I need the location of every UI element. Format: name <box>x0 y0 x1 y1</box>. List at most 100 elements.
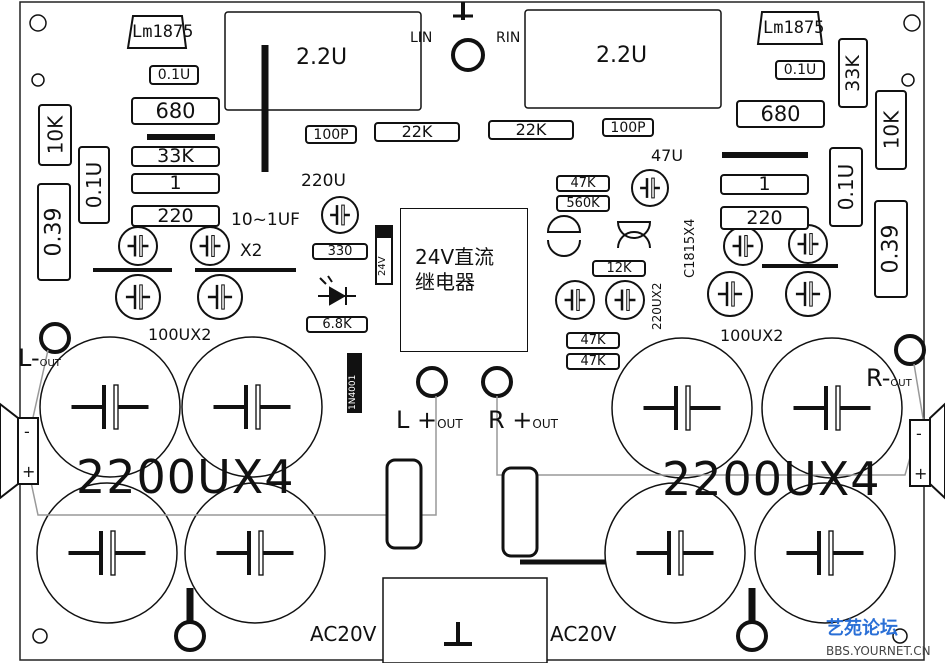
chip-label-right: Lm1875 <box>763 18 825 38</box>
cap-01u-vert-right: 0.1U <box>829 147 863 227</box>
cap-100ux2-left-label: 100UX2 <box>148 325 212 344</box>
res-680-left: 680 <box>131 97 220 125</box>
main-cap-r3 <box>604 482 746 624</box>
mount-hole-br <box>892 628 908 644</box>
ac-right-label: AC20V <box>550 622 617 646</box>
cap-100ux2-right-label: 100UX2 <box>720 326 784 345</box>
input-jack <box>451 38 485 72</box>
chip-outline-left <box>126 15 188 49</box>
out-r-plus-sub: OUT <box>532 417 558 431</box>
res-47k-b: 47K <box>566 332 620 349</box>
cap-10-1uf-label: 10~1UF <box>231 210 300 230</box>
main-cap-r1 <box>611 337 753 479</box>
rectifier-pad-right <box>501 466 539 558</box>
out-l-plus-sub: OUT <box>437 417 463 431</box>
cap-220u-r1 <box>555 280 595 320</box>
speaker-right <box>909 402 945 500</box>
terminal-ac-left <box>174 620 206 652</box>
res-22k-right: 22K <box>488 120 574 140</box>
cap-100u-l3 <box>115 274 161 320</box>
film-cap-right-body <box>524 9 722 109</box>
mount-hole-mr <box>901 73 915 87</box>
res-039-right: 0.39 <box>874 200 908 298</box>
res-47k-a: 47K <box>556 175 610 192</box>
res-330: 330 <box>312 243 368 260</box>
res-039-left-text: 0.39 <box>41 207 67 257</box>
relay-line-2: 继电器 <box>415 270 475 294</box>
res-10k-left-text: 10K <box>43 115 68 155</box>
res-33k-right-text: 33K <box>841 54 864 92</box>
main-cap-r2 <box>761 337 903 479</box>
mount-hole-tr <box>903 14 921 32</box>
res-1-left: 1 <box>131 173 220 194</box>
cap-100p-right: 100P <box>602 118 654 137</box>
cap-100u-l4 <box>197 274 243 320</box>
watermark-title: 艺苑论坛 <box>826 618 898 639</box>
cap-100p-left: 100P <box>305 125 357 144</box>
chip-label-left: Lm1875 <box>132 22 194 42</box>
cap-01u-vert-left-text: 0.1U <box>82 161 107 209</box>
out-l-minus-text: L- <box>18 344 40 372</box>
res-560k: 560K <box>556 195 610 212</box>
transistor-right-2 <box>617 231 651 249</box>
main-cap-l3 <box>36 482 178 624</box>
out-l-plus-text: L + <box>396 406 438 434</box>
rectifier-pad-left <box>385 458 423 550</box>
x2-label: X2 <box>240 241 263 261</box>
speaker-left <box>0 402 39 500</box>
relay-line-1: 24V直流 <box>415 245 495 269</box>
res-039-right-text: 0.39 <box>878 224 904 274</box>
res-10k-right-text: 10K <box>879 110 904 150</box>
transistor-left-2 <box>547 239 581 257</box>
transistor-label: C1815X4 <box>683 218 698 278</box>
transformer-block <box>382 577 548 663</box>
terminal-l-plus <box>416 366 448 398</box>
res-10k-right: 10K <box>875 90 907 170</box>
out-l-plus: L +OUT <box>396 408 463 432</box>
res-039-left: 0.39 <box>37 183 71 281</box>
wire-l-plus <box>27 396 437 516</box>
cap-01u-vert-right-text: 0.1U <box>834 163 859 211</box>
cap-100u-l1 <box>118 226 158 266</box>
watermark-url: BBS.YOURNET.CN <box>826 644 931 658</box>
res-47k-c: 47K <box>566 353 620 370</box>
terminal-ac-right <box>736 620 768 652</box>
out-l-minus-sub: OUT <box>39 358 61 369</box>
cap-01u-left: 0.1U <box>149 65 199 85</box>
led-symbol <box>318 275 356 306</box>
cap-220ux2-label: 220UX2 <box>650 282 664 330</box>
res-33k-left: 33K <box>131 146 220 167</box>
terminal-l-minus <box>39 322 71 354</box>
transistor-left <box>546 215 582 233</box>
input-right-label: RIN <box>496 30 521 46</box>
cap-10-1uf <box>321 196 359 234</box>
main-cap-l2 <box>181 336 323 478</box>
out-r-minus-text: R- <box>866 364 891 392</box>
diode-label: 1N4001 <box>348 374 358 410</box>
film-cap-label-right: 2.2U <box>596 43 648 68</box>
res-1-right: 1 <box>720 174 809 195</box>
terminal-r-plus <box>481 366 513 398</box>
input-left-label: LIN <box>410 30 433 46</box>
mount-hole-bl <box>32 628 48 644</box>
res-33k-right: 33K <box>838 38 868 108</box>
cap-100u-r1 <box>723 226 763 266</box>
cap-100u-l2 <box>190 226 230 266</box>
cap-24v-label: 24V <box>377 256 388 276</box>
cap-100u-r4 <box>785 271 831 317</box>
cap-01u-vert-left: 0.1U <box>78 146 110 224</box>
res-12k: 12K <box>592 260 646 277</box>
chip-outline-right <box>756 11 824 45</box>
res-6-8k: 6.8K <box>306 316 368 333</box>
cap-220u-r2 <box>605 280 645 320</box>
mount-hole-ml <box>31 73 45 87</box>
speaker-left-plus: + <box>22 462 36 481</box>
speaker-right-minus: - <box>916 424 922 443</box>
speaker-left-minus: - <box>24 422 30 441</box>
ac-left-label: AC20V <box>310 622 377 646</box>
cap-100u-r3 <box>707 271 753 317</box>
res-220-right: 220 <box>720 206 809 230</box>
cap-47u <box>631 169 669 207</box>
